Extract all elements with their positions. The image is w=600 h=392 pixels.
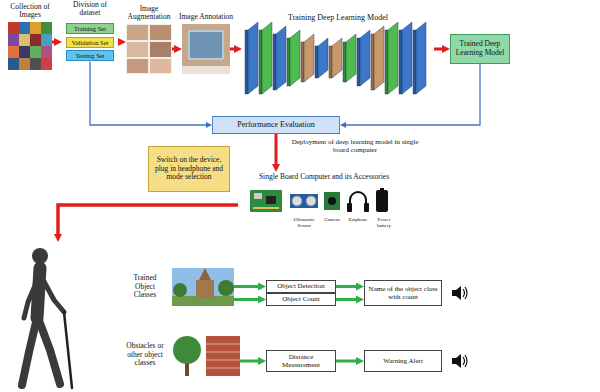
image-panel: Obstacles or other object classes (172, 334, 240, 376)
node-heading: Trained Object Classes (123, 274, 167, 300)
flow-arrow (434, 48, 444, 51)
image-panel: Collection of Images (8, 22, 52, 70)
set-box: Training Set (66, 23, 114, 34)
flow-arrow (336, 360, 358, 363)
flow-arrow (234, 298, 260, 301)
sbc-accessories (250, 188, 388, 212)
process-box: Distance Measurement (266, 350, 336, 372)
flow-arrow (336, 285, 358, 288)
node-text: Switch on the device, plug in headphone … (152, 156, 226, 182)
flow-arrow (234, 285, 260, 288)
walking-person (22, 248, 72, 388)
flow-arrow (240, 360, 260, 363)
node-text: Object Count (282, 295, 320, 303)
group-panel: Division of datasetTraining SetValidatio… (62, 20, 118, 64)
node-text: Object Detection (277, 282, 325, 290)
node-heading: Image Annotation (179, 13, 233, 22)
node-heading: Division of dataset (62, 1, 118, 18)
hardware-panel: Single Board Computer and its Accessorie… (238, 172, 410, 238)
obstacle-photos (173, 336, 240, 376)
accessory-label: Power battery (372, 217, 396, 228)
node-text: Warning Alert (383, 357, 423, 365)
flow-arrow (275, 134, 278, 166)
cnn-layers (245, 22, 426, 94)
node-heading: Training Deep Learning Model (243, 13, 433, 22)
annotated-image (182, 24, 230, 74)
speaker-icon (452, 354, 467, 368)
process-box: Name of the object class with count (364, 280, 442, 306)
node-text: Validation Set (72, 39, 109, 46)
flow-arrow (172, 48, 176, 51)
object-scene-photo (172, 268, 234, 306)
accessory-label: Camera (320, 217, 344, 223)
image-panel: Trained Object Classes (172, 268, 234, 306)
deploy-arrow (58, 205, 238, 236)
image-panel: Image Annotation (182, 24, 230, 74)
process-box: Performance Evaluation (212, 116, 340, 134)
speaker-icon (452, 286, 467, 300)
flow-arrow (230, 48, 236, 51)
flow-arrow (118, 41, 120, 44)
flow-arrow (52, 41, 56, 44)
accessory-label: Ultrasonic Sensor (288, 217, 320, 228)
node-heading: Single Board Computer and its Accessorie… (238, 173, 410, 182)
node-text: Testing Set (76, 52, 105, 59)
image-panel: Image Augmentation (126, 24, 172, 74)
edge-label: Deployment of deep learning model in sin… (288, 138, 422, 154)
flow-arrow (336, 298, 358, 301)
process-box: Trained Deep Learning Model (450, 34, 510, 64)
node-text: Training Set (74, 25, 106, 32)
node-text: Performance Evaluation (237, 120, 315, 129)
accessory-label: Earphone (345, 217, 371, 223)
process-box: Object Detection (266, 280, 336, 293)
node-text: Name of the object class with count (368, 285, 438, 301)
node-heading: Collection of Images (2, 3, 58, 20)
node-heading: Obstacles or other object classes (123, 342, 167, 368)
process-box: Warning Alert (364, 350, 442, 372)
node-text: Trained Deep Learning Model (454, 40, 506, 57)
image-collage (8, 22, 52, 70)
flow-arrow (90, 61, 208, 125)
flow-arrow (345, 64, 481, 125)
instruction-box: Switch on the device, plug in headphone … (148, 146, 230, 192)
node-text: Distance Measurement (270, 353, 332, 369)
process-box: Object Count (266, 293, 336, 306)
node-heading: Image Augmentation (122, 5, 176, 22)
set-box: Validation Set (66, 37, 114, 48)
model-panel: Training Deep Learning Model (242, 24, 434, 98)
augmented-images (126, 24, 172, 74)
set-box: Testing Set (66, 50, 114, 61)
